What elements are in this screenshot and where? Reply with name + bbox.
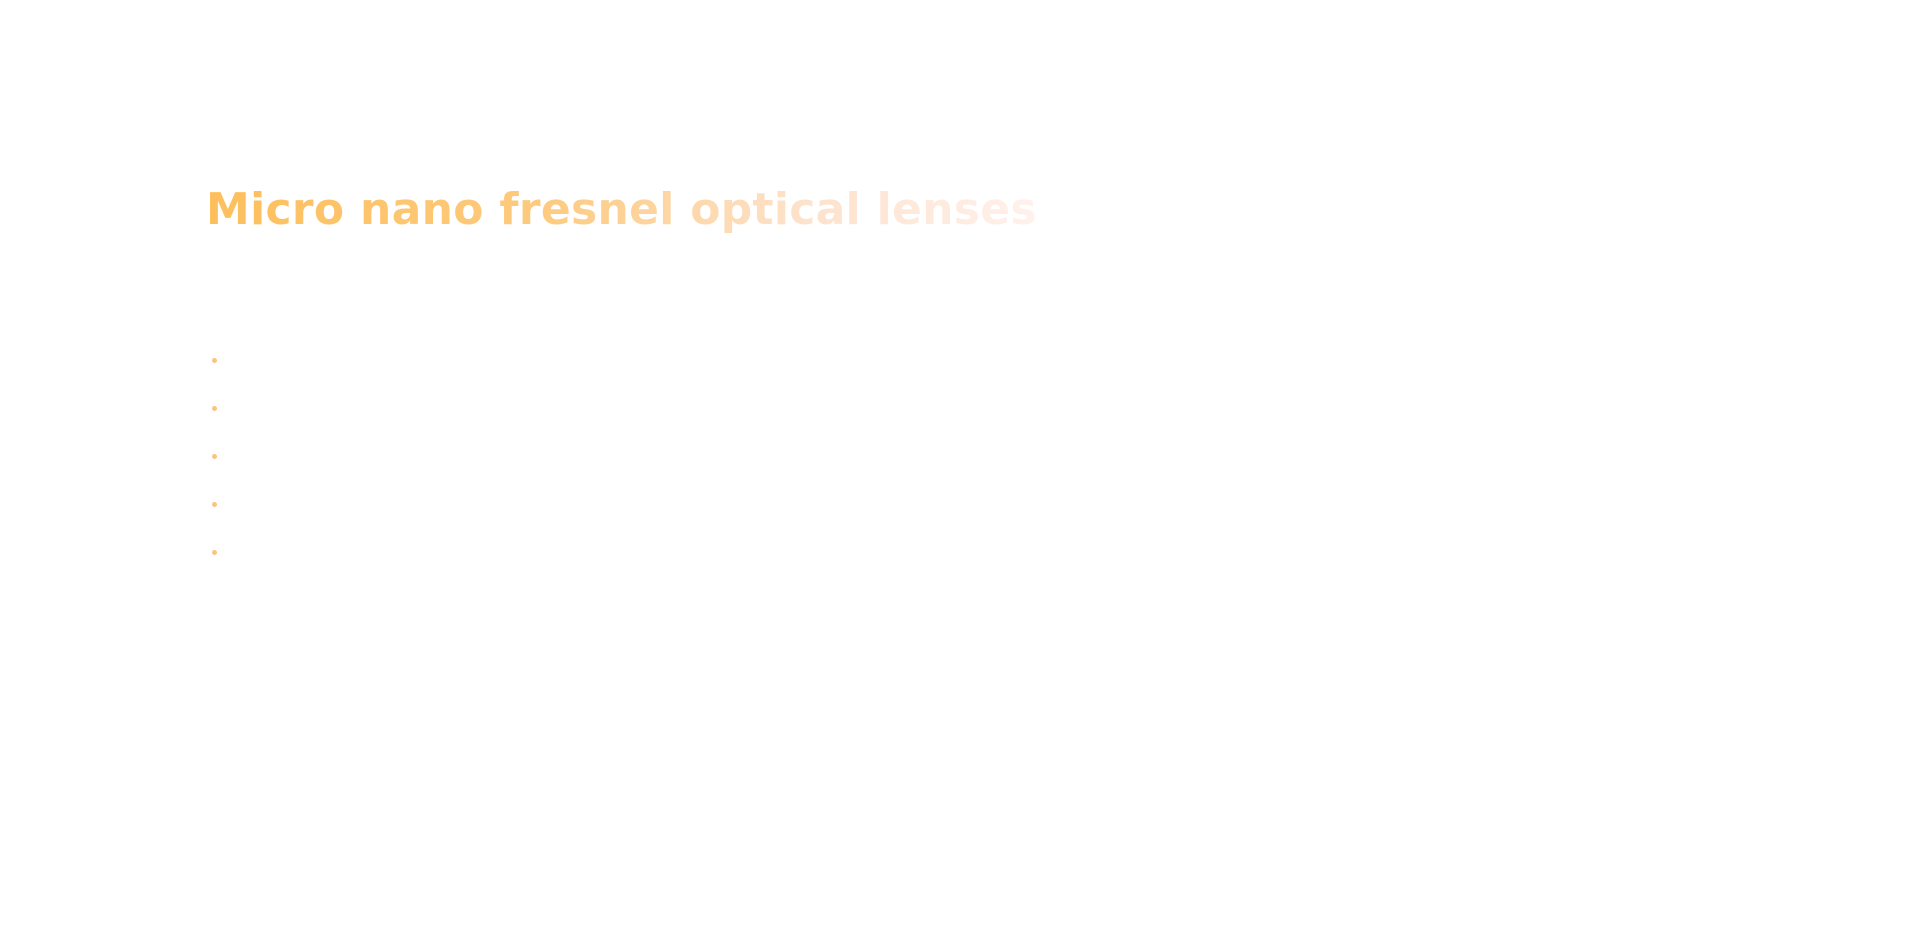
feature-item	[206, 528, 233, 576]
hero-section: Micro nano fresnel optical lenses	[206, 180, 1406, 240]
bullet-dot-icon	[212, 549, 217, 555]
bullet-dot-icon	[212, 405, 217, 411]
hero-title: Micro nano fresnel optical lenses	[206, 180, 1037, 240]
bullet-dot-icon	[212, 501, 217, 507]
bullet-dot-icon	[212, 357, 217, 363]
feature-item	[206, 432, 233, 480]
feature-item	[206, 336, 233, 384]
feature-item	[206, 384, 233, 432]
bullet-dot-icon	[212, 453, 217, 459]
feature-item	[206, 480, 233, 528]
feature-list	[206, 336, 233, 576]
